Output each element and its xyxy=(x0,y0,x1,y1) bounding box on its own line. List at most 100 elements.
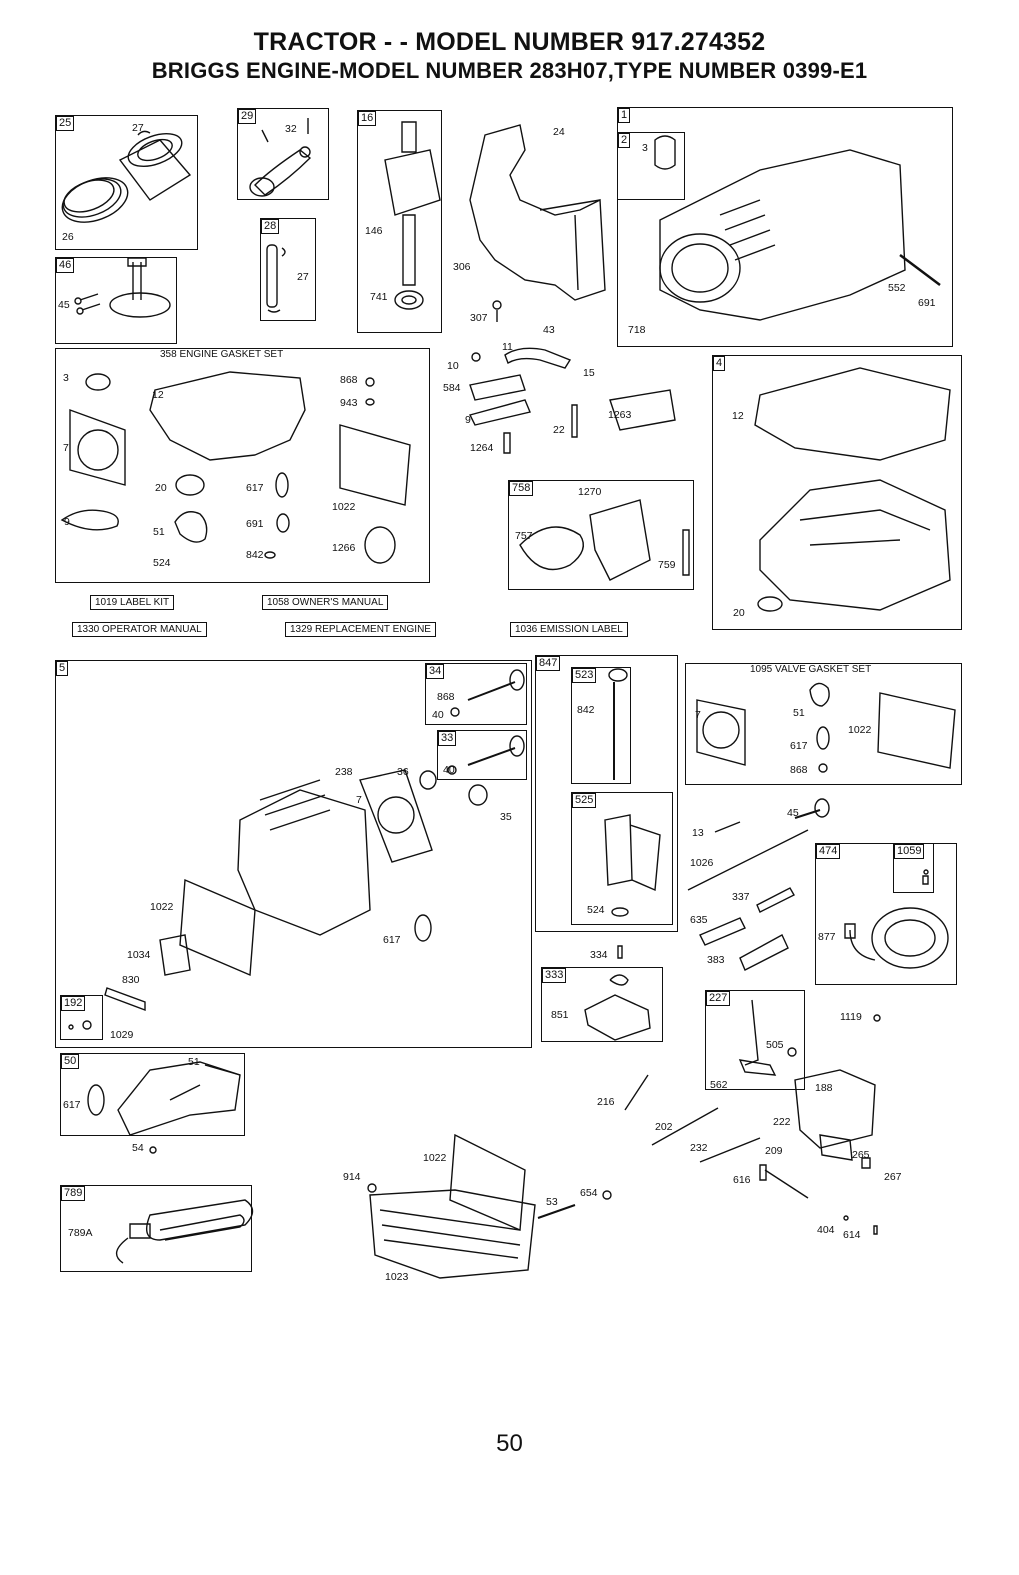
callout: 22 xyxy=(553,424,565,436)
callout: 267 xyxy=(884,1171,902,1183)
callout: 9 xyxy=(465,414,471,426)
callout: 9 xyxy=(64,516,70,528)
sump-drawing xyxy=(755,368,950,611)
box-number: 34 xyxy=(426,664,445,679)
owners-manual-label: 1058 OWNER'S MANUAL xyxy=(262,595,389,610)
box-number: 28 xyxy=(261,219,280,234)
box-number: 50 xyxy=(61,1054,80,1069)
cylinder-head-drawing xyxy=(69,770,487,1029)
box-number: 33 xyxy=(438,731,457,746)
callout: 842 xyxy=(577,704,595,716)
callout: 759 xyxy=(658,559,676,571)
callout: 54 xyxy=(132,1142,144,1154)
callout: 12 xyxy=(152,389,164,401)
box-number: 1 xyxy=(618,108,631,123)
callout: 1263 xyxy=(608,409,632,421)
box-number: 46 xyxy=(56,258,75,273)
valve-gasket-set-title: 1095 VALVE GASKET SET xyxy=(750,664,872,675)
callout: 691 xyxy=(246,518,264,530)
dipstick-drawing xyxy=(605,669,660,916)
governor-control-drawing xyxy=(520,500,689,580)
callout: 654 xyxy=(580,1187,598,1199)
box-number: 5 xyxy=(56,661,69,676)
callout: 27 xyxy=(132,122,144,134)
part-box-1: 1 xyxy=(617,107,953,347)
engine-gasket-set-box xyxy=(55,348,430,583)
blower-housing-drawing xyxy=(470,125,605,322)
callout: 562 xyxy=(710,1079,728,1091)
callout: 51 xyxy=(793,707,805,719)
callout: 524 xyxy=(587,904,605,916)
callout: 1022 xyxy=(150,901,174,913)
operator-manual-label: 1330 OPERATOR MANUAL xyxy=(72,622,207,637)
callout: 635 xyxy=(690,914,708,926)
part-box-33: 33 xyxy=(437,730,527,780)
callout: 1119 xyxy=(840,1011,862,1023)
intake-manifold-drawing xyxy=(88,1062,240,1153)
callout: 868 xyxy=(437,691,455,703)
part-box-28: 28 xyxy=(260,218,316,321)
callout: 868 xyxy=(340,374,358,386)
callout: 1270 xyxy=(578,486,602,498)
alternator-drawing xyxy=(845,870,948,968)
valve-cover-drawing xyxy=(368,1135,611,1278)
part-box-25: 25 xyxy=(55,115,198,250)
part-box-46: 46 xyxy=(55,257,177,344)
callout: 584 xyxy=(443,382,461,394)
engine-gasket-set-title: 358 ENGINE GASKET SET xyxy=(160,349,284,360)
callout: 265 xyxy=(852,1149,870,1161)
callout: 11 xyxy=(502,341,513,353)
callout: 524 xyxy=(153,557,171,569)
callout: 334 xyxy=(590,949,608,961)
callout: 146 xyxy=(365,225,383,237)
box-number: 525 xyxy=(572,793,597,808)
callout: 307 xyxy=(470,312,488,324)
callout: 1266 xyxy=(332,542,356,554)
page-number: 50 xyxy=(496,1430,523,1457)
callout: 383 xyxy=(707,954,725,966)
valves-drawing xyxy=(448,670,524,774)
misc-rods-drawing xyxy=(625,1075,877,1234)
callout: 43 xyxy=(543,324,555,336)
callout: 718 xyxy=(628,324,646,336)
callout: 617 xyxy=(246,482,264,494)
part-box-50: 50 xyxy=(60,1053,245,1136)
callout: 188 xyxy=(815,1082,833,1094)
callout: 1023 xyxy=(385,1271,409,1283)
callout: 1022 xyxy=(848,724,872,736)
box-number: 192 xyxy=(61,996,86,1011)
box-number: 25 xyxy=(56,116,75,131)
callout: 36 xyxy=(397,766,409,778)
callout: 1264 xyxy=(470,442,494,454)
callout: 51 xyxy=(153,526,165,538)
part-box-34: 34 xyxy=(425,663,527,725)
callout: 32 xyxy=(285,123,297,135)
box-number: 2 xyxy=(618,133,631,148)
callout: 1022 xyxy=(423,1152,447,1164)
governor-gear-drawing xyxy=(75,258,170,317)
part-box-29: 29 xyxy=(237,108,329,200)
callout: 1026 xyxy=(690,857,714,869)
callout: 617 xyxy=(790,740,808,752)
breather-parts-drawing xyxy=(470,348,675,453)
connecting-rod-drawing xyxy=(250,118,310,196)
valve-gasket-set-drawing xyxy=(697,683,955,772)
box-number: 227 xyxy=(706,991,731,1006)
linkage-parts-drawing xyxy=(688,799,829,970)
callout: 617 xyxy=(63,1099,81,1111)
box-number: 523 xyxy=(572,668,597,683)
emission-label: 1036 EMISSION LABEL xyxy=(510,622,628,637)
callout: 232 xyxy=(690,1142,708,1154)
callout: 12 xyxy=(732,410,744,422)
callout: 552 xyxy=(888,282,906,294)
callout: 842 xyxy=(246,549,264,561)
callout: 3 xyxy=(642,142,648,154)
part-box-4: 4 xyxy=(712,355,962,630)
callout: 35 xyxy=(500,811,512,823)
callout: 1022 xyxy=(332,501,356,513)
callout: 53 xyxy=(546,1196,558,1208)
page-title: TRACTOR - - MODEL NUMBER 917.274352 xyxy=(253,28,766,56)
callout: 13 xyxy=(692,827,704,839)
crankshaft-drawing xyxy=(385,122,440,309)
